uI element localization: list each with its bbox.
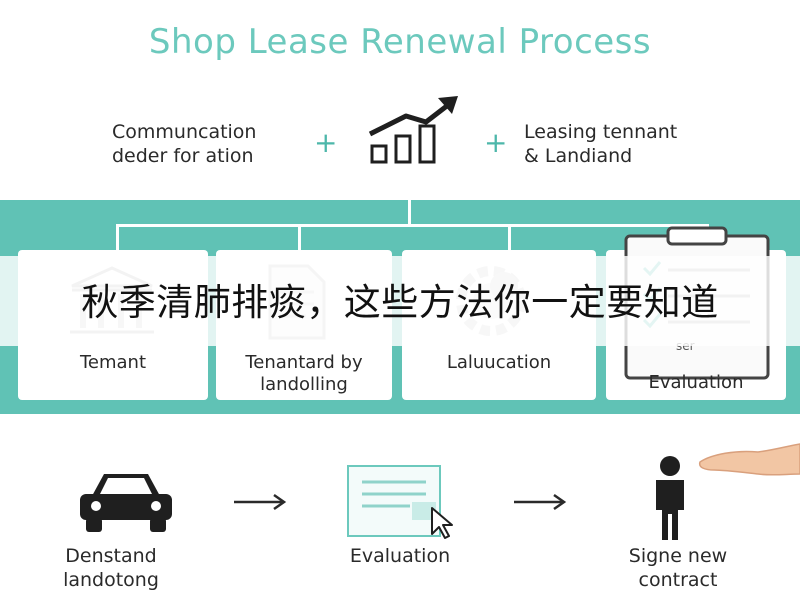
top-left-line2: deder for ation bbox=[112, 145, 254, 167]
top-right-label: Leasing tennant & Landiand bbox=[524, 120, 677, 168]
page-title: Shop Lease Renewal Process bbox=[148, 22, 652, 62]
top-right-line2: & Landiand bbox=[524, 145, 633, 167]
plus-sign-left: + bbox=[314, 126, 338, 159]
card-evaluation-mid-line1: Laluucation bbox=[446, 352, 552, 373]
connector-horizontal bbox=[116, 224, 708, 227]
arrow-right-icon-2 bbox=[512, 492, 568, 512]
bottom-step-2-label: Evaluation bbox=[320, 544, 480, 568]
overlay-banner-text: 秋季清肺排痰，这些方法你一定要知道 bbox=[81, 281, 719, 324]
connector-vertical-main bbox=[408, 200, 411, 226]
bar-chart-trend-icon bbox=[366, 94, 462, 166]
car-icon bbox=[72, 466, 180, 536]
plus-sign-right: + bbox=[484, 126, 508, 159]
card-evaluation-mid-label: Laluucation bbox=[402, 352, 596, 374]
overlay-banner bbox=[0, 256, 800, 346]
card-evaluation-right-line1: Evaluation bbox=[648, 372, 744, 393]
card-tenant-label: Temant bbox=[18, 352, 208, 374]
card-tenant-line1: Temant bbox=[79, 352, 147, 373]
card-tenant-landlord-line1: Tenantard by bbox=[245, 352, 363, 373]
bottom-step-2-line1: Evaluation bbox=[349, 545, 451, 567]
bottom-step-3-line1: Signe new bbox=[628, 545, 728, 567]
person-hand-icon bbox=[640, 440, 800, 544]
connector-drop-2 bbox=[298, 224, 301, 254]
connector-drop-3 bbox=[508, 224, 511, 254]
top-left-line1: Communcation bbox=[112, 121, 257, 143]
bottom-step-1-line1: Denstand bbox=[65, 545, 157, 567]
top-left-label: Communcation deder for ation bbox=[112, 120, 256, 168]
top-right-line1: Leasing tennant bbox=[524, 121, 678, 143]
arrow-right-icon bbox=[232, 492, 288, 512]
card-evaluation-right-label: Evaluation bbox=[606, 372, 786, 394]
card-tenant-landlord-label: Tenantard by landolling bbox=[216, 352, 392, 396]
connector-drop-1 bbox=[116, 224, 119, 254]
bottom-step-3-line2: contract bbox=[638, 569, 718, 591]
bottom-step-1-line2: landotong bbox=[63, 569, 159, 591]
bottom-step-1-label: Denstand landotong bbox=[46, 544, 176, 592]
document-cursor-icon bbox=[340, 458, 460, 542]
bottom-step-3-label: Signe new contract bbox=[594, 544, 762, 592]
card-tenant-landlord-line2: landolling bbox=[260, 374, 348, 395]
